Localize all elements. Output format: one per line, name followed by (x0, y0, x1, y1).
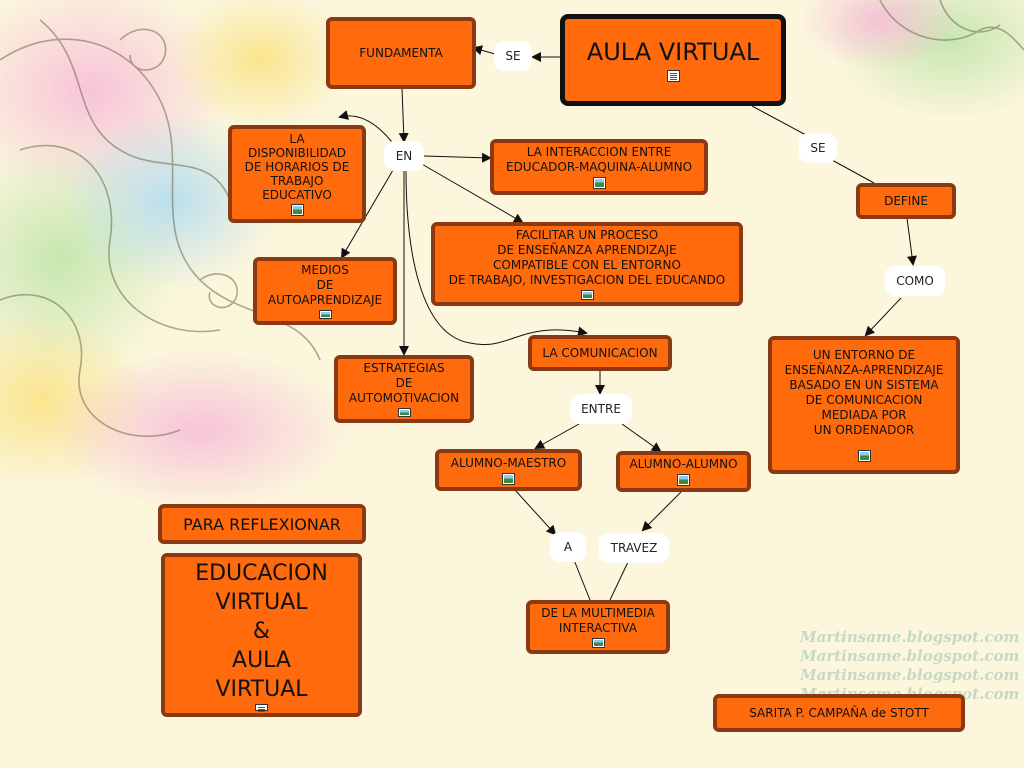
link-label-se: SE (799, 133, 837, 163)
node-define[interactable]: DEFINE (856, 183, 956, 219)
node-label: LA DISPONIBILIDAD DE HORARIOS DE TRABAJO… (244, 132, 350, 202)
node-label: DE LA MULTIMEDIA INTERACTIVA (541, 606, 655, 635)
image-icon[interactable] (502, 472, 515, 485)
node-alumno-maestro[interactable]: ALUMNO-MAESTRO (435, 449, 582, 491)
image-icon[interactable] (677, 474, 690, 486)
link-label-travez: TRAVEZ (599, 533, 669, 563)
image-icon[interactable] (592, 177, 606, 189)
watermark-line: Martinsame.blogspot.com (800, 666, 1020, 684)
node-label: SARITA P. CAMPAÑA de STOTT (749, 705, 929, 720)
document-icon[interactable] (255, 704, 268, 711)
document-icon[interactable] (666, 70, 680, 82)
node-fundamenta[interactable]: FUNDAMENTA (326, 17, 476, 89)
node-aula-virtual[interactable]: AULA VIRTUAL (560, 14, 786, 106)
image-icon[interactable] (580, 290, 594, 300)
node-label: ALUMNO-ALUMNO (629, 457, 738, 471)
watermark-line: Martinsame.blogspot.com (800, 647, 1020, 665)
link-label-como: COMO (885, 266, 945, 296)
node-label: ALUMNO-MAESTRO (450, 455, 567, 470)
image-icon[interactable] (591, 638, 605, 648)
node-label: AULA VIRTUAL (586, 38, 760, 66)
node-estrategias[interactable]: ESTRATEGIAS DE AUTOMOTIVACION (334, 355, 474, 423)
image-icon[interactable] (318, 310, 332, 319)
image-icon[interactable] (290, 204, 304, 216)
node-label: FACILITAR UN PROCESO DE ENSEÑANZA APREND… (448, 228, 726, 287)
node-label: DEFINE (884, 193, 928, 208)
blog-watermark: Martinsame.blogspot.com Martinsame.blogs… (800, 628, 1019, 704)
node-label: LA INTERACCION ENTRE EDUCADOR-MAQUINA-AL… (505, 145, 693, 174)
link-label-en: EN (384, 141, 424, 171)
link-label-se: SE (494, 41, 532, 71)
node-autor[interactable]: SARITA P. CAMPAÑA de STOTT (713, 694, 965, 732)
node-label: MEDIOS DE AUTOAPRENDIZAJE (267, 263, 383, 307)
node-comunicacion[interactable]: LA COMUNICACION (528, 335, 672, 371)
node-label: ESTRATEGIAS DE AUTOMOTIVACION (348, 361, 460, 405)
node-facilitar[interactable]: FACILITAR UN PROCESO DE ENSEÑANZA APREND… (431, 222, 743, 306)
node-label: EDUCACION VIRTUAL & AULA VIRTUAL (195, 561, 328, 702)
node-entorno[interactable]: UN ENTORNO DE ENSEÑANZA-APRENDIZAJE BASA… (768, 336, 960, 474)
watermark-line: Martinsame.blogspot.com (800, 628, 1020, 646)
link-label-entre: ENTRE (570, 394, 632, 424)
node-label: LA COMUNICACION (542, 345, 658, 360)
node-interaccion[interactable]: LA INTERACCION ENTRE EDUCADOR-MAQUINA-AL… (490, 139, 708, 195)
node-label: UN ENTORNO DE ENSEÑANZA-APRENDIZAJE BASA… (784, 348, 944, 437)
node-label: PARA REFLEXIONAR (183, 514, 341, 534)
node-medios[interactable]: MEDIOS DE AUTOAPRENDIZAJE (253, 257, 397, 325)
image-icon[interactable] (397, 408, 411, 417)
node-educacion-aula-virtual[interactable]: EDUCACION VIRTUAL & AULA VIRTUAL (161, 553, 362, 717)
node-para-reflexionar[interactable]: PARA REFLEXIONAR (158, 504, 366, 544)
node-label: FUNDAMENTA (359, 45, 443, 60)
node-alumno-alumno[interactable]: ALUMNO-ALUMNO (616, 451, 751, 492)
link-label-a: A (550, 532, 586, 562)
image-icon[interactable] (857, 450, 871, 462)
node-multimedia[interactable]: DE LA MULTIMEDIA INTERACTIVA (526, 600, 670, 654)
node-disponibilidad[interactable]: LA DISPONIBILIDAD DE HORARIOS DE TRABAJO… (228, 125, 366, 223)
